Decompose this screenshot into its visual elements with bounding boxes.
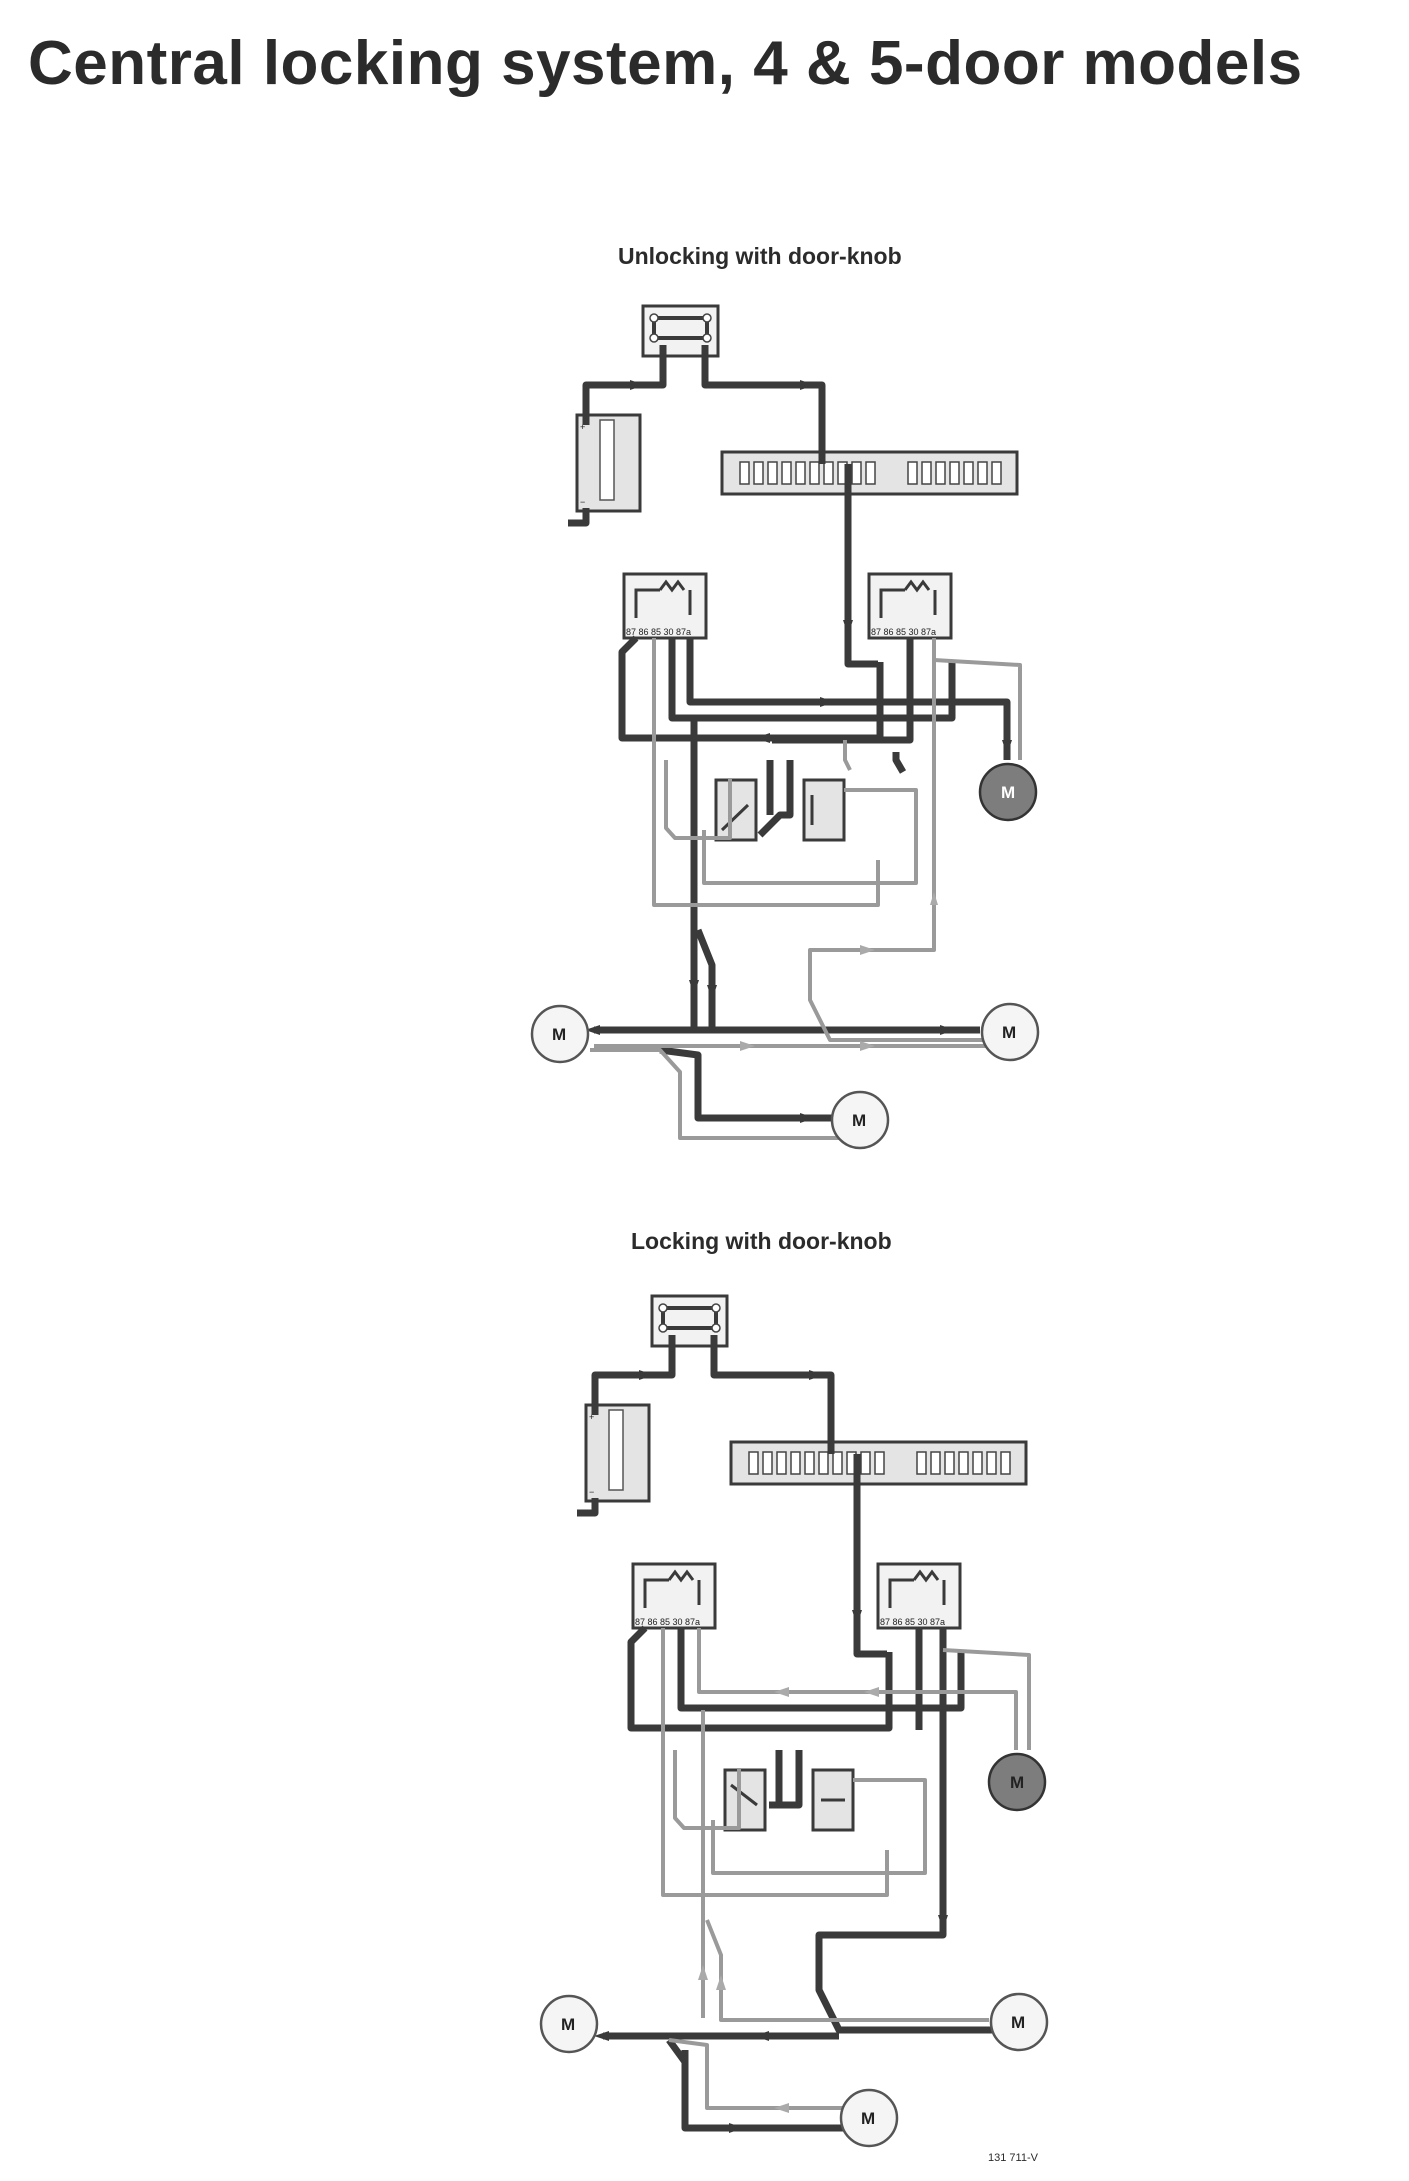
motor-tailgate: M — [839, 2088, 899, 2148]
wiring-diagram-unlocking: + − 87 86 85 30 87a 87 86 85 30 87a — [530, 304, 1040, 1150]
diagram-title-locking: Locking with door-knob — [631, 1228, 892, 1254]
fuse-panel — [720, 450, 1019, 496]
motor-label: M — [1001, 783, 1015, 802]
door-switch-right — [802, 778, 846, 842]
page-title: Central locking system, 4 & 5-door model… — [28, 29, 1303, 98]
door-switch-left — [723, 1768, 767, 1832]
motor-label: M — [1011, 2013, 1025, 2032]
svg-text:+: + — [580, 422, 585, 432]
relay-left: 87 86 85 30 87a — [622, 572, 708, 640]
motor-label: M — [852, 1111, 866, 1130]
motor-front-right: M — [978, 762, 1038, 822]
diagram-title-unlocking: Unlocking with door-knob — [618, 243, 902, 269]
motor-front-left: M — [530, 1004, 590, 1064]
motor-label: M — [1002, 1023, 1016, 1042]
fuse-panel — [729, 1440, 1028, 1486]
svg-text:+: + — [589, 1412, 594, 1422]
motor-label: M — [561, 2015, 575, 2034]
relay-right: 87 86 85 30 87a — [876, 1562, 962, 1630]
relay-left: 87 86 85 30 87a — [631, 1562, 717, 1630]
motor-front-left: M — [539, 1994, 599, 2054]
motor-rear-right: M — [980, 1002, 1040, 1062]
relay-left-pins: 87 86 85 30 87a — [626, 627, 691, 637]
relay-right-pins: 87 86 85 30 87a — [871, 627, 936, 637]
svg-text:−: − — [580, 497, 585, 507]
door-switch-right — [811, 1768, 855, 1832]
motor-label: M — [861, 2109, 875, 2128]
battery: + − — [575, 413, 642, 513]
relay-right-pins: 87 86 85 30 87a — [880, 1617, 945, 1627]
motor-label: M — [552, 1025, 566, 1044]
svg-text:−: − — [589, 1487, 594, 1497]
reference-code: 131 711-V — [988, 2152, 1038, 2164]
motor-front-right: M — [987, 1752, 1047, 1812]
relay-left-pins: 87 86 85 30 87a — [635, 1617, 700, 1627]
battery: + − — [584, 1403, 651, 1503]
door-switch-left — [714, 778, 758, 842]
motor-rear-right: M — [989, 1992, 1049, 2052]
motor-tailgate: M — [830, 1090, 890, 1150]
motor-label: M — [1010, 1773, 1024, 1792]
